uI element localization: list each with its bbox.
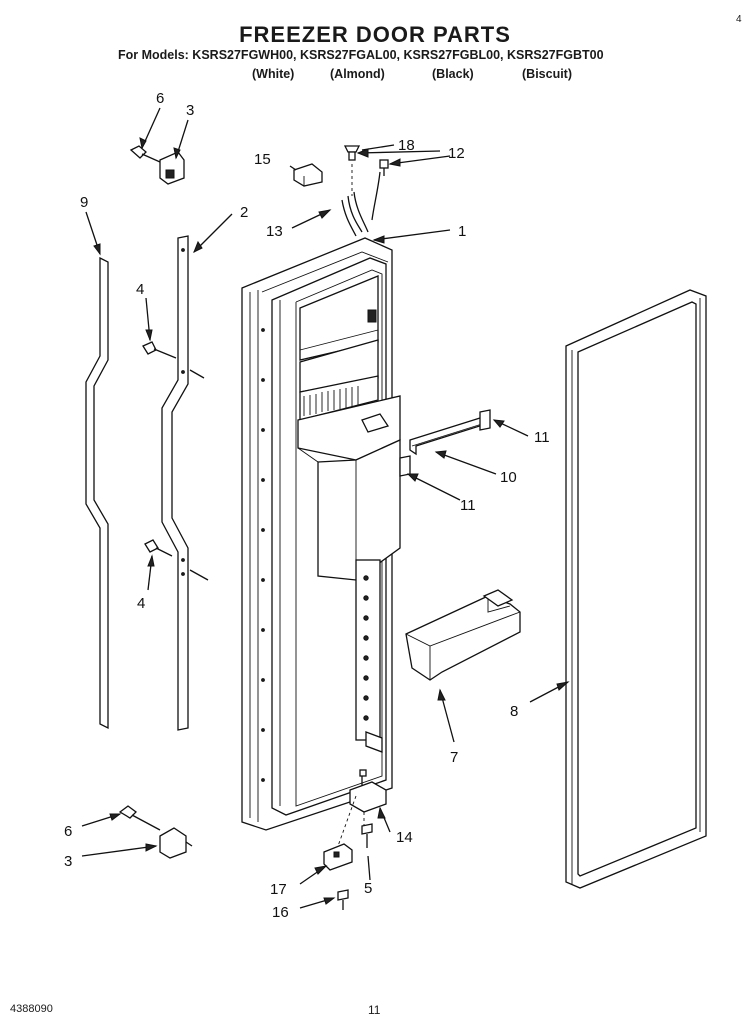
screw-part-5 [361,823,373,848]
callout-3-top: 3 [186,102,194,119]
color-label-white: (White) [252,67,295,81]
callout-15: 15 [254,151,271,168]
screw-part-4-upper [142,341,177,359]
document-number: 4388090 [10,1003,53,1015]
trim-strip-part-10 [409,417,488,456]
callout-7: 7 [450,749,458,766]
bracket-part-17 [323,843,353,871]
models-line: For Models: KSRS27FGWH00, KSRS27FGAL00, … [118,48,604,62]
hinge-part-3-top [159,151,185,185]
callout-8: 8 [510,703,518,720]
color-label-almond: (Almond) [330,67,385,81]
seal-strip-part-9 [85,256,109,730]
color-label-black: (Black) [432,67,474,81]
corner-mark: 4 [736,14,742,25]
end-cap-part-11-lower [399,455,411,477]
callout-6-bottom: 6 [64,823,72,840]
callout-5: 5 [364,880,372,897]
callout-4-lower: 4 [137,595,145,612]
hinge-part-3-bottom [159,827,193,859]
callout-17: 17 [270,881,287,898]
door-dimples [261,328,265,782]
callout-16: 16 [272,904,289,921]
page-number: 11 [368,1003,381,1017]
callout-numbers: 6 3 9 2 4 4 15 18 12 13 1 11 10 11 8 7 1… [64,90,550,921]
screw-part-16 [337,889,349,910]
wire-harness-part-13 [341,171,381,237]
callout-9: 9 [80,194,88,211]
shelf-rail-holes [355,559,381,741]
hinge-screw-part-6-top [129,145,161,163]
callout-6-top: 6 [156,90,164,107]
page-title: FREEZER DOOR PARTS [239,22,511,47]
alignment-lines [337,164,365,847]
screw-part-4-lower [144,539,173,557]
callout-18: 18 [398,137,415,154]
door-bin-part-7 [405,589,521,681]
door-panel-part-1 [241,237,401,831]
callout-10: 10 [500,469,517,486]
callout-14: 14 [396,829,413,846]
handle-bracket-part-2 [161,235,209,731]
callout-4-upper: 4 [136,281,144,298]
color-label-biscuit: (Biscuit) [522,67,572,81]
callout-11-upper: 11 [534,429,550,446]
screw-part-18 [343,145,361,161]
end-cap-part-11-upper [479,409,491,431]
callout-11-lower: 11 [460,497,476,514]
door-gasket-part-8 [565,289,707,889]
leader-arrowheads [93,137,570,905]
callout-12: 12 [448,145,465,162]
callout-3-bottom: 3 [64,853,72,870]
screw-part-12 [379,159,389,176]
connector-part-15 [293,163,323,187]
callout-13: 13 [266,223,283,240]
callout-1: 1 [458,223,466,240]
lower-bracket-part-14 [349,769,387,813]
hinge-screw-part-6-bottom [118,805,161,831]
callout-2: 2 [240,204,248,221]
